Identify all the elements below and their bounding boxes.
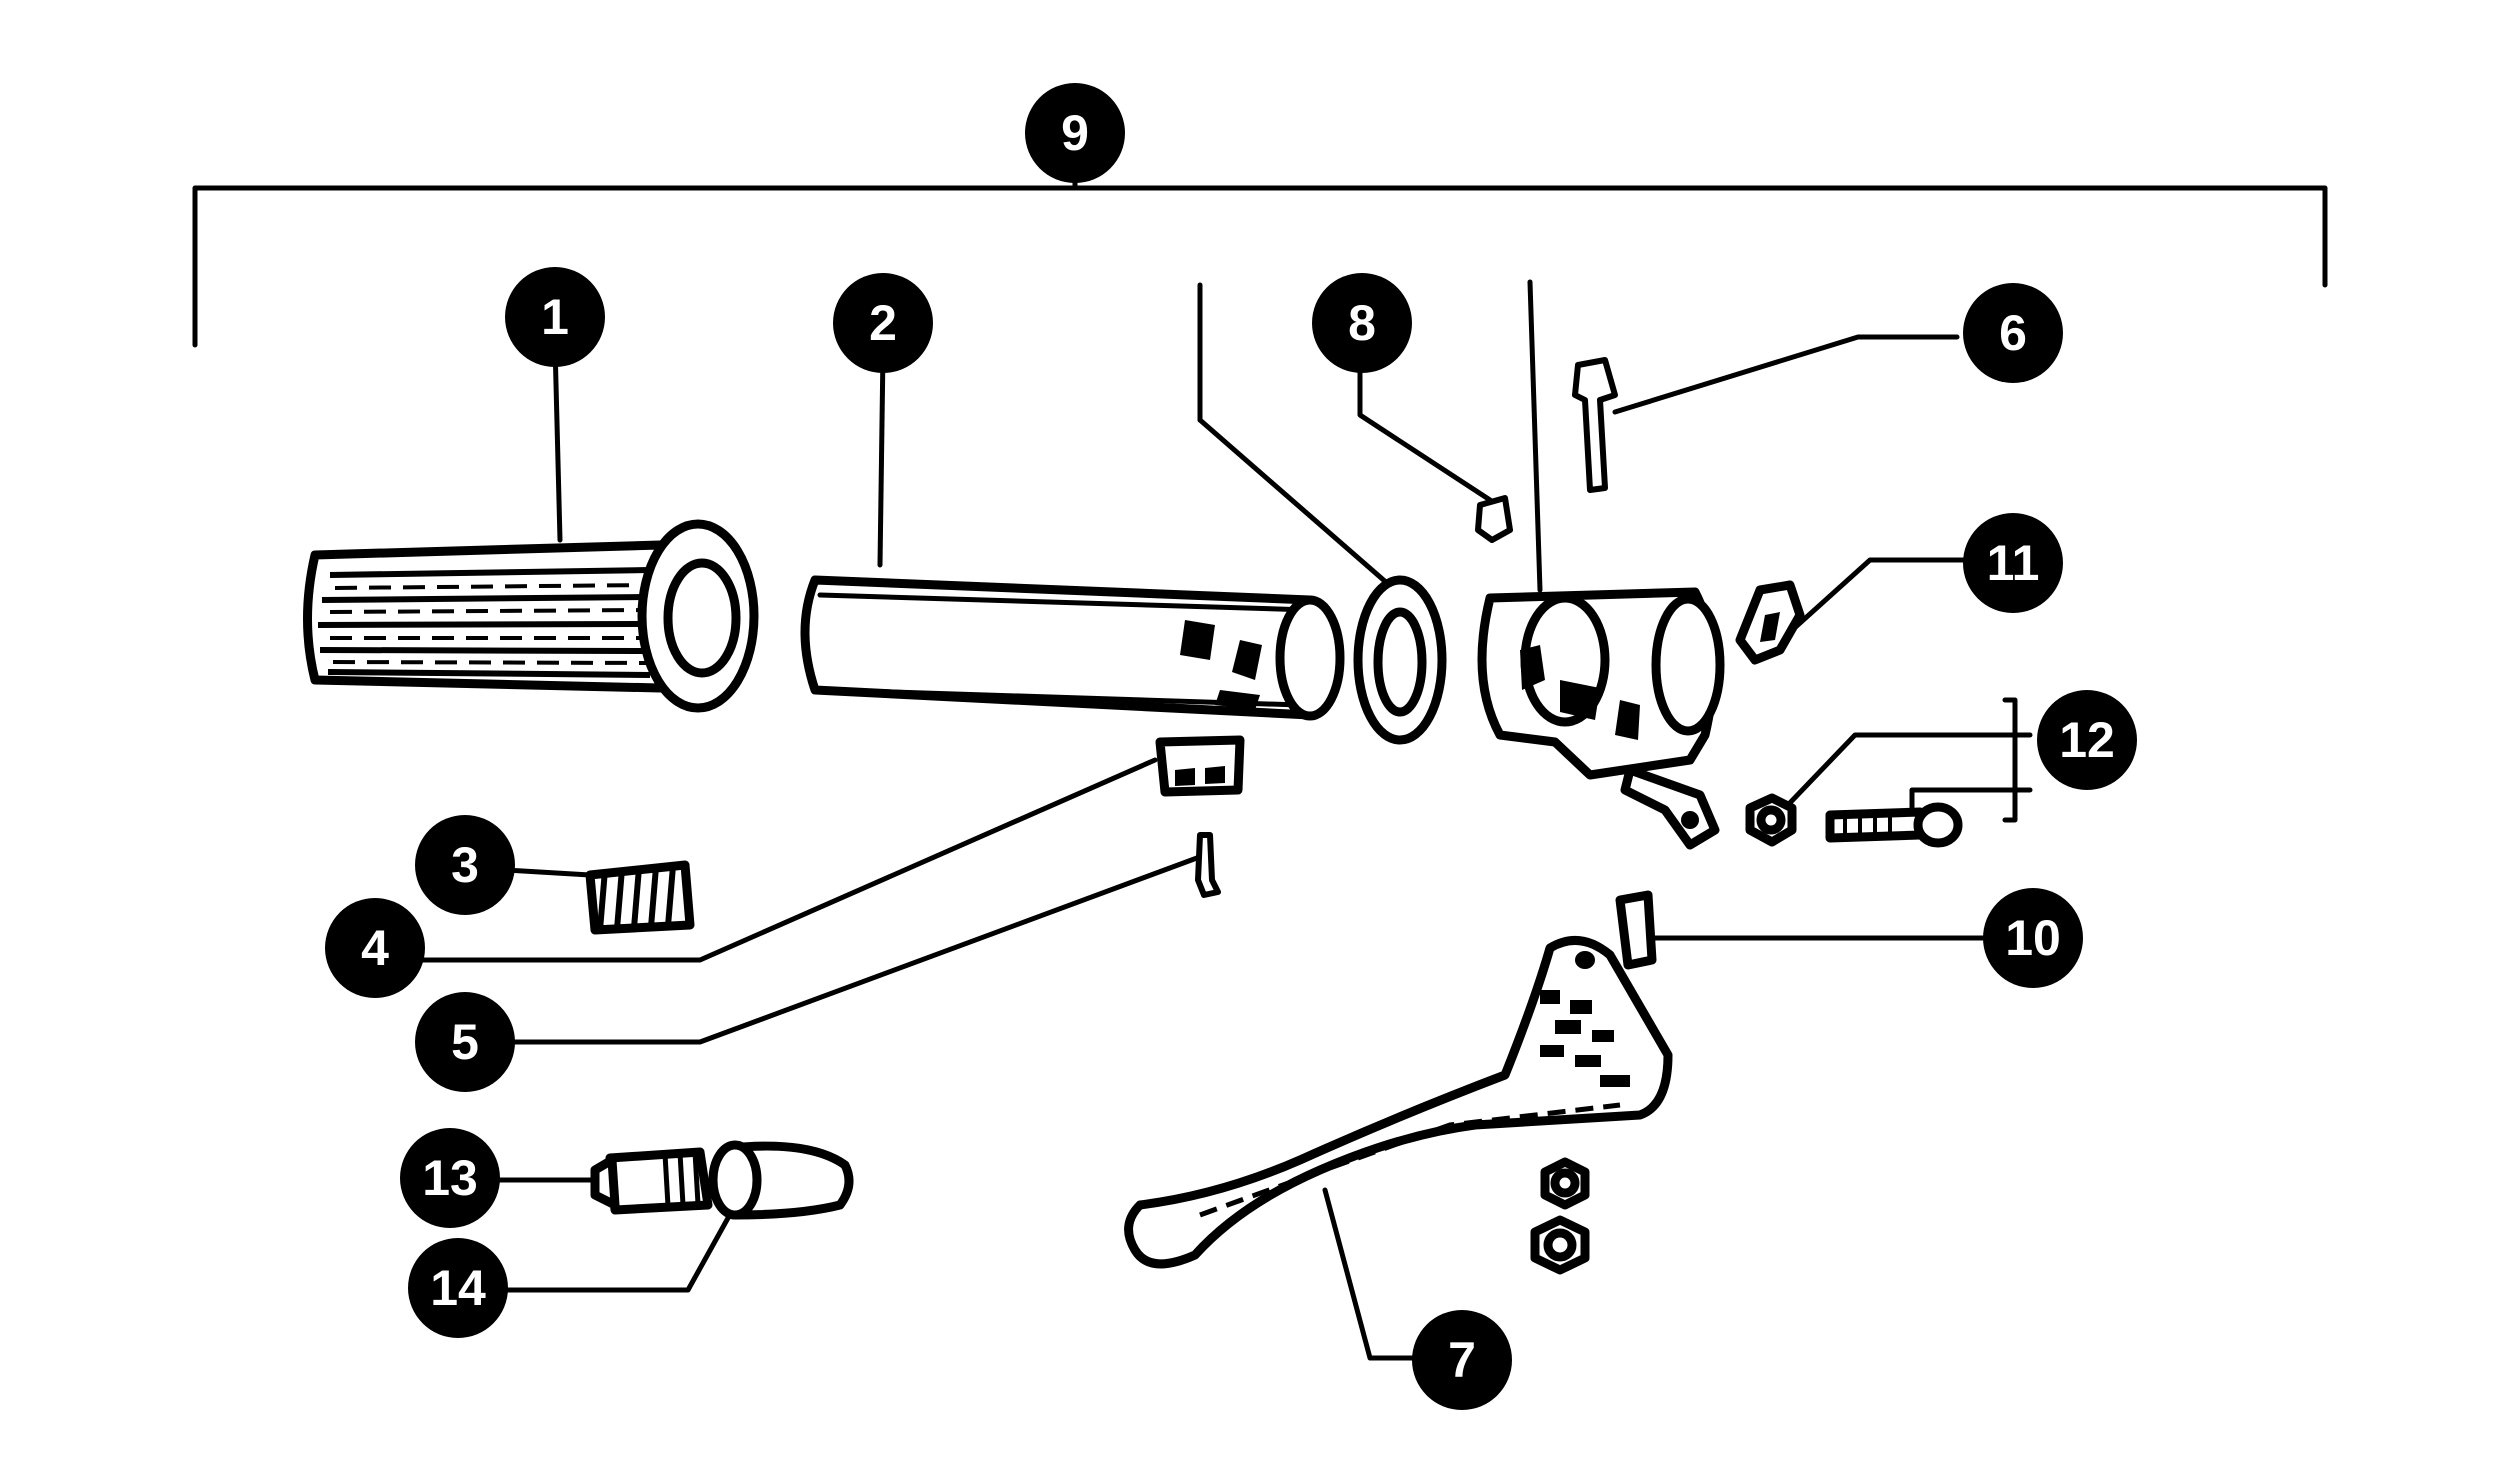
- callout-14: 14: [408, 1238, 508, 1338]
- callout-label-11: 11: [1987, 535, 2040, 591]
- callout-label-8: 8: [1348, 295, 1376, 351]
- callout-10: 10: [1983, 888, 2083, 988]
- part-cable-ferrule: [1155, 735, 1245, 797]
- callout-label-12: 12: [2059, 712, 2115, 768]
- callout-12: 12: [2037, 690, 2137, 790]
- callout-label-7: 7: [1448, 1332, 1476, 1388]
- part-washer: [1353, 495, 1513, 745]
- part-lever-nuts: [1530, 1157, 1590, 1275]
- callout-label-6: 6: [1999, 305, 2027, 361]
- part-screw: [1572, 357, 1618, 493]
- callout-7: 7: [1412, 1310, 1512, 1410]
- callout-9: 9: [1025, 83, 1125, 183]
- callout-label-2: 2: [869, 295, 897, 351]
- callout-label-13: 13: [422, 1150, 478, 1206]
- callout-2: 2: [833, 273, 933, 373]
- callout-label-5: 5: [451, 1014, 479, 1070]
- callout-5: 5: [415, 992, 515, 1092]
- callout-4: 4: [325, 898, 425, 998]
- callout-1: 1: [505, 267, 605, 367]
- part-spring: [585, 860, 695, 935]
- callout-label-4: 4: [361, 920, 389, 976]
- part-spacer: [1615, 890, 1657, 970]
- callouts: 1 2 3 4 5 6 7 8: [325, 83, 2137, 1410]
- part-lever: [1124, 935, 1673, 1269]
- part-bar-end: [590, 1140, 854, 1220]
- part-nut-and-bolt: [1745, 793, 1963, 848]
- callout-11: 11: [1963, 513, 2063, 613]
- part-cable-adjuster: [1735, 580, 1805, 665]
- callout-label-9: 9: [1061, 105, 1089, 161]
- callout-label-14: 14: [430, 1260, 486, 1316]
- callout-6: 6: [1963, 283, 2063, 383]
- part-lever-housing: [1477, 587, 1725, 850]
- leader-lines: [407, 279, 2033, 1361]
- part-grip: [303, 519, 759, 713]
- callout-label-1: 1: [541, 289, 569, 345]
- callout-8: 8: [1312, 273, 1412, 373]
- callout-label-10: 10: [2005, 910, 2061, 966]
- part-throttle-tube: [800, 575, 1345, 721]
- part-pin: [1195, 832, 1221, 898]
- callout-3: 3: [415, 815, 515, 915]
- callout-13: 13: [400, 1128, 500, 1228]
- callout-label-3: 3: [451, 837, 479, 893]
